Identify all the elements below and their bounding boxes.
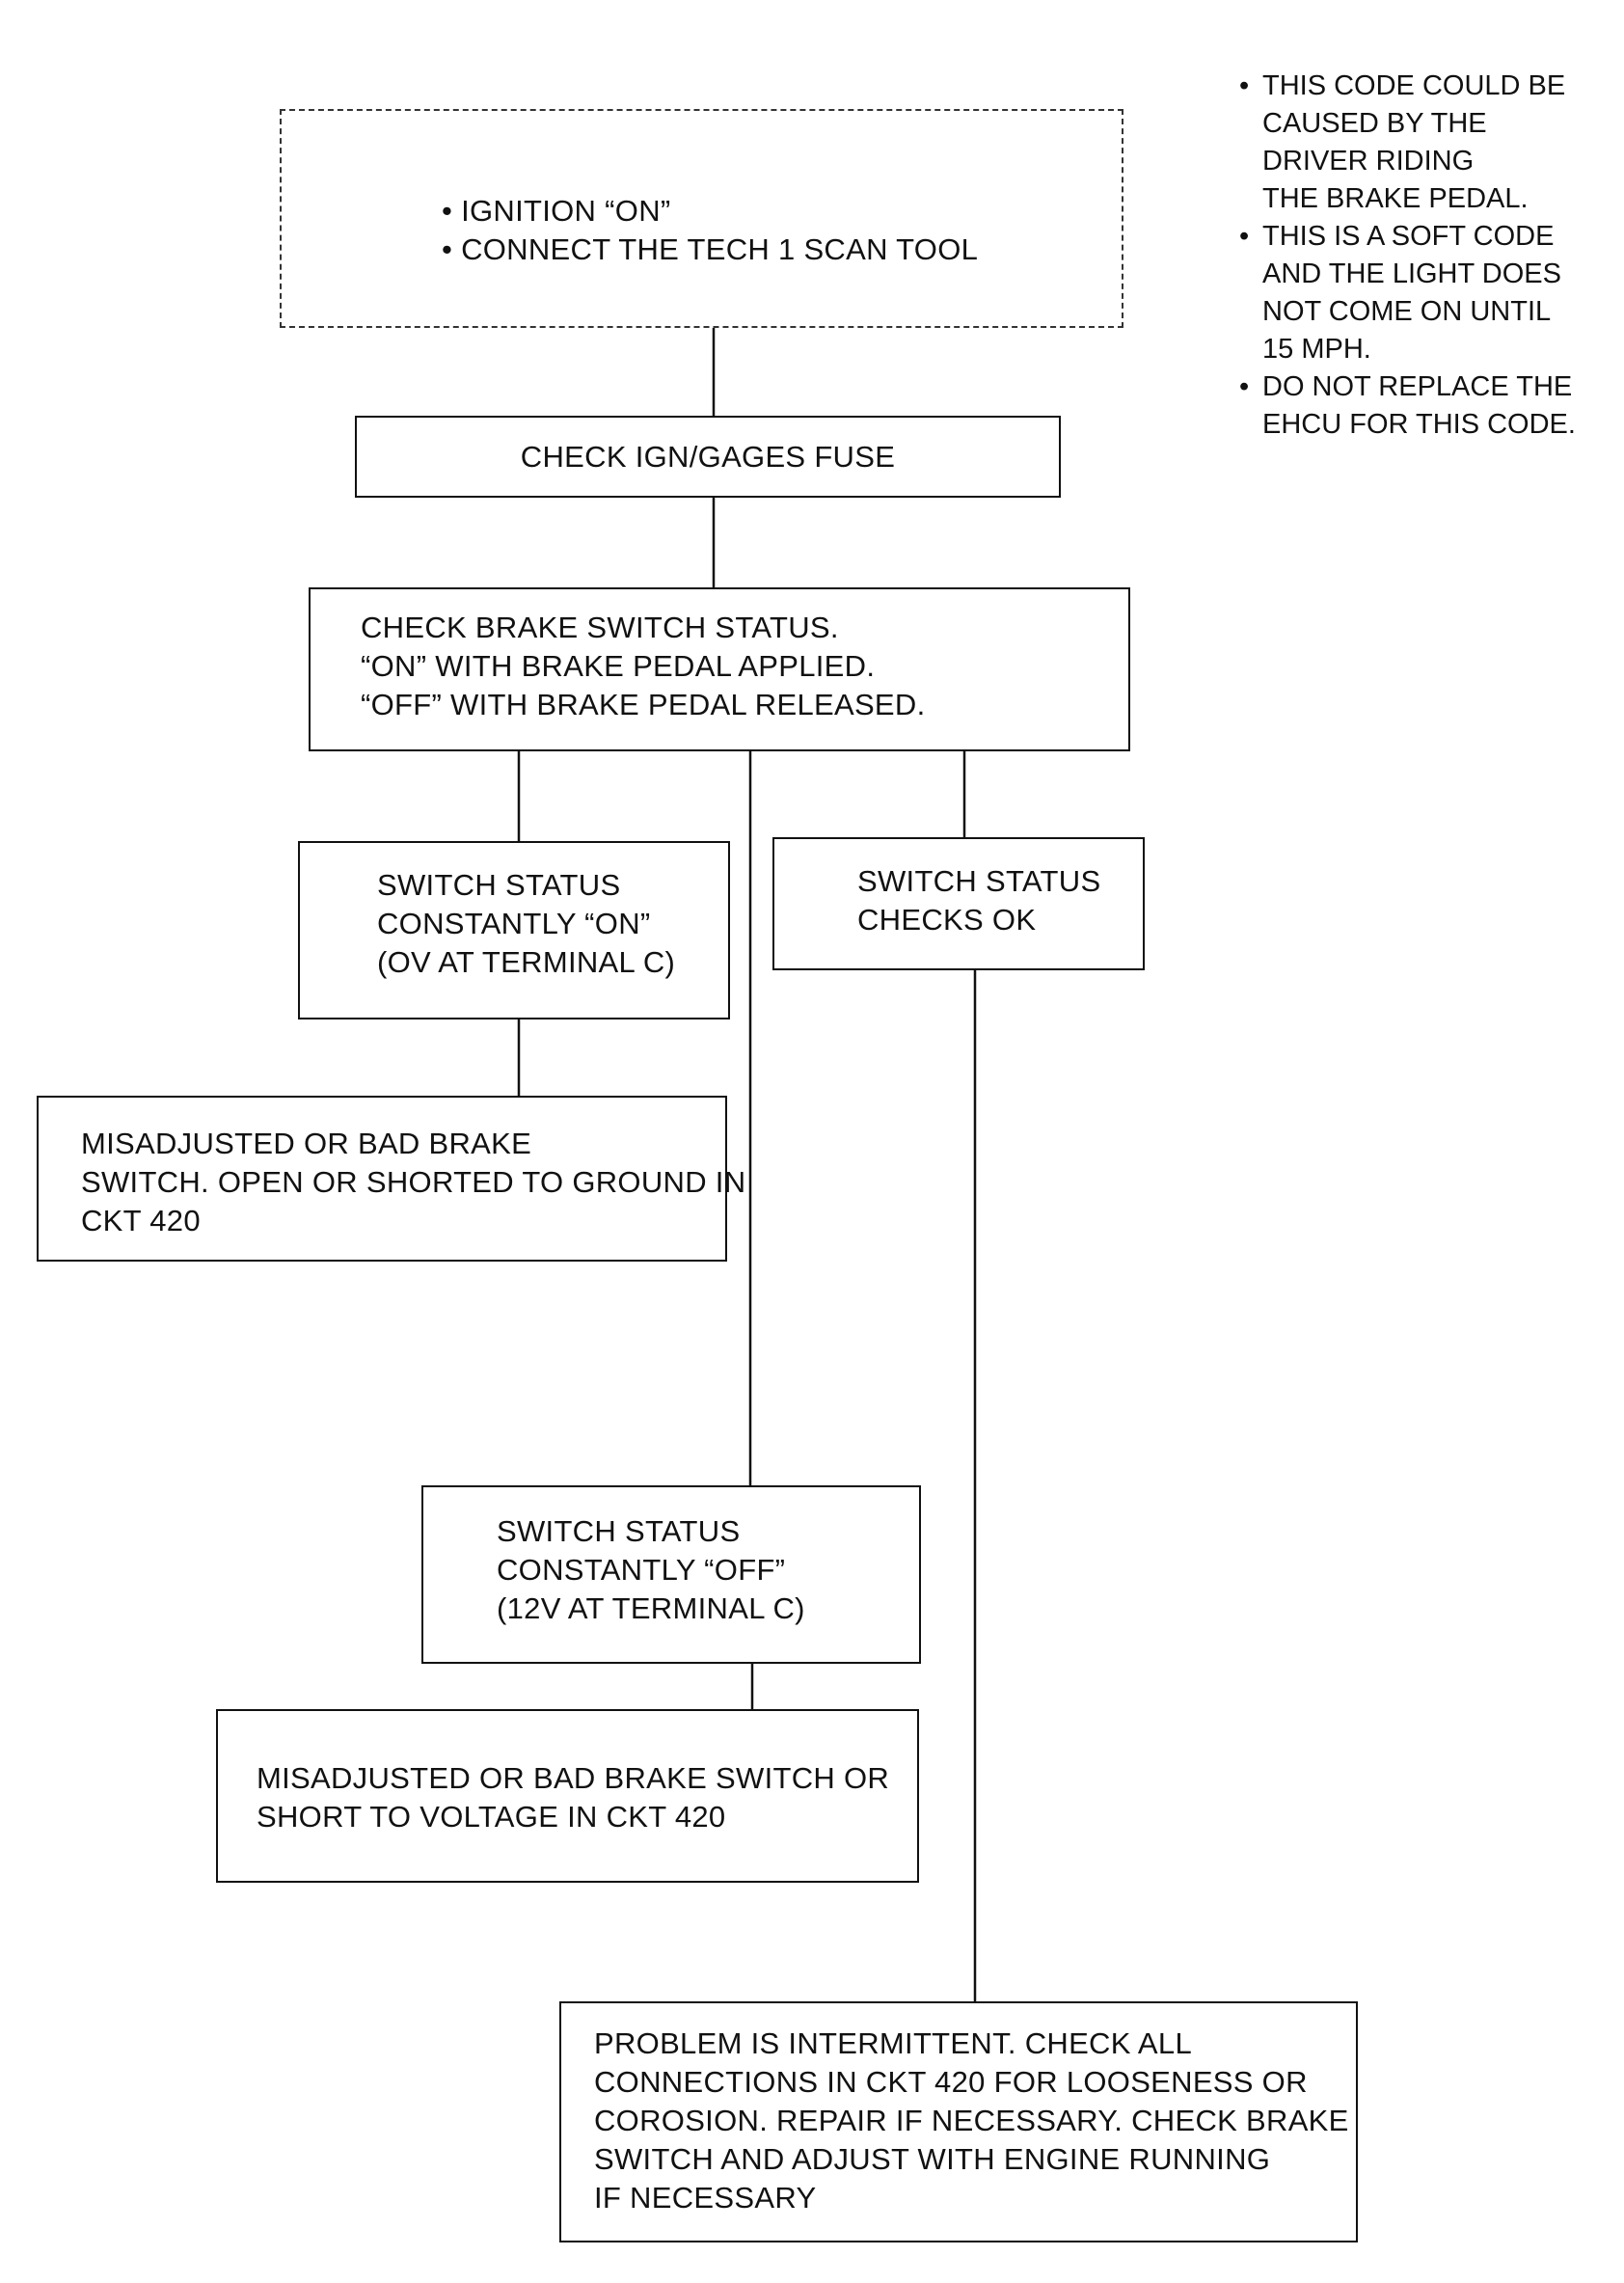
result-line: PROBLEM IS INTERMITTENT. CHECK ALL xyxy=(594,2026,1192,2060)
step-line: SWITCH STATUS xyxy=(377,868,621,902)
step-line: CHECK BRAKE SWITCH STATUS. xyxy=(361,611,839,644)
note-line: AND THE LIGHT DOES xyxy=(1262,258,1561,289)
note-line: CAUSED BY THE xyxy=(1262,108,1487,139)
result-line: MISADJUSTED OR BAD BRAKE xyxy=(81,1127,532,1160)
step-line: • IGNITION “ON” xyxy=(442,194,671,228)
note-line: DO NOT REPLACE THE xyxy=(1262,371,1573,402)
result-line: SHORT TO VOLTAGE IN CKT 420 xyxy=(257,1800,726,1834)
note-line: 15 MPH. xyxy=(1262,334,1371,365)
note-line: THIS IS A SOFT CODE xyxy=(1262,221,1555,252)
result-line: MISADJUSTED OR BAD BRAKE SWITCH OR xyxy=(257,1761,890,1795)
step-line: (12V AT TERMINAL C) xyxy=(497,1591,805,1625)
step-line: SWITCH STATUS xyxy=(497,1514,741,1548)
note-line: DRIVER RIDING xyxy=(1262,146,1475,177)
step-check-brake-switch-status: CHECK BRAKE SWITCH STATUS. “ON” WITH BRA… xyxy=(309,587,1130,751)
step-line: “OFF” WITH BRAKE PEDAL RELEASED. xyxy=(361,688,926,721)
note-line: EHCU FOR THIS CODE. xyxy=(1262,409,1576,440)
note-line: THE BRAKE PEDAL. xyxy=(1262,183,1529,214)
note-soft-code: THIS IS A SOFT CODE AND THE LIGHT DOES N… xyxy=(1235,218,1616,368)
step-line: (OV AT TERMINAL C) xyxy=(377,945,676,979)
result-misadjusted-or-short-to-voltage: MISADJUSTED OR BAD BRAKE SWITCH OR SHORT… xyxy=(216,1709,919,1883)
step-line: CHECKS OK xyxy=(857,903,1037,937)
step-status-constantly-off: SWITCH STATUS CONSTANTLY “OFF” (12V AT T… xyxy=(421,1485,921,1664)
step-status-constantly-on: SWITCH STATUS CONSTANTLY “ON” (OV AT TER… xyxy=(298,841,730,1019)
step-line: CONSTANTLY “OFF” xyxy=(497,1553,786,1587)
note-line: NOT COME ON UNTIL xyxy=(1262,296,1552,327)
step-line: • CONNECT THE TECH 1 SCAN TOOL xyxy=(442,232,979,266)
side-notes: THIS CODE COULD BE CAUSED BY THE DRIVER … xyxy=(1235,68,1616,444)
result-line: COROSION. REPAIR IF NECESSARY. CHECK BRA… xyxy=(594,2104,1349,2137)
note-driver-riding-pedal: THIS CODE COULD BE CAUSED BY THE DRIVER … xyxy=(1235,68,1616,218)
step-line: “ON” WITH BRAKE PEDAL APPLIED. xyxy=(361,649,876,683)
note-line: THIS CODE COULD BE xyxy=(1262,70,1566,101)
result-problem-intermittent: PROBLEM IS INTERMITTENT. CHECK ALL CONNE… xyxy=(559,2001,1358,2242)
result-line: SWITCH. OPEN OR SHORTED TO GROUND IN xyxy=(81,1165,746,1199)
result-misadjusted-open-or-shorted: MISADJUSTED OR BAD BRAKE SWITCH. OPEN OR… xyxy=(37,1096,746,1262)
step-line: CONSTANTLY “ON” xyxy=(377,907,651,940)
result-line: CKT 420 xyxy=(81,1204,201,1237)
step-check-fuse: CHECK IGN/GAGES FUSE xyxy=(355,416,1061,498)
result-line: CONNECTIONS IN CKT 420 FOR LOOSENESS OR xyxy=(594,2065,1308,2099)
note-do-not-replace-ehcu: DO NOT REPLACE THE EHCU FOR THIS CODE. xyxy=(1235,368,1616,444)
step-line: SWITCH STATUS xyxy=(857,864,1101,898)
result-line: SWITCH AND ADJUST WITH ENGINE RUNNING xyxy=(594,2142,1271,2176)
result-line: IF NECESSARY xyxy=(594,2181,817,2215)
step-ignition-connect: • IGNITION “ON” • CONNECT THE TECH 1 SCA… xyxy=(280,109,1123,328)
step-status-checks-ok: SWITCH STATUS CHECKS OK xyxy=(772,837,1145,970)
step-line: CHECK IGN/GAGES FUSE xyxy=(520,440,896,474)
